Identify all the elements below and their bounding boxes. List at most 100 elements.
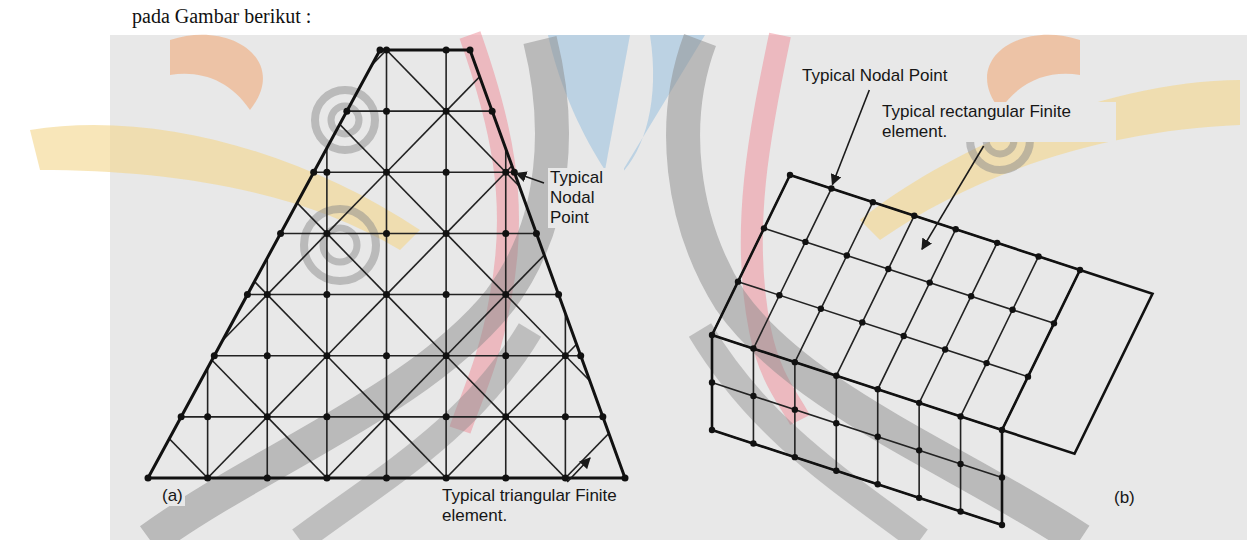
- callout-label: Typical triangular Finite element.: [440, 486, 649, 526]
- nodal-point: [833, 373, 839, 379]
- mesh-line: [1002, 270, 1080, 525]
- nodal-point: [264, 413, 271, 420]
- nodal-point: [323, 169, 330, 176]
- mesh-line: [565, 356, 625, 417]
- nodal-point: [577, 352, 584, 359]
- nodal-point: [383, 108, 390, 115]
- mesh-outline: [148, 50, 625, 478]
- grey-band: [700, 330, 920, 540]
- nodal-point: [343, 108, 350, 115]
- nodal-point: [1025, 373, 1031, 379]
- mesh-line: [148, 172, 208, 233]
- nodal-point: [204, 413, 211, 420]
- nodal-point: [467, 47, 474, 54]
- nodal-point: [870, 199, 876, 205]
- mesh-line: [327, 111, 387, 172]
- mesh-line: [565, 50, 625, 111]
- mesh-line: [565, 417, 625, 478]
- mesh-line: [208, 50, 268, 111]
- nodal-point: [383, 230, 390, 237]
- figure-letter: (b): [1112, 488, 1137, 508]
- leader-line: [567, 458, 590, 482]
- nodal-point: [875, 481, 881, 487]
- mesh-line: [387, 417, 447, 478]
- nodal-point: [383, 413, 390, 420]
- nodal-point: [735, 278, 741, 284]
- nodal-point: [750, 393, 756, 399]
- mesh-line: [267, 356, 327, 417]
- mesh-line: [327, 356, 387, 417]
- mesh-line: [181, 416, 603, 418]
- mesh-line: [506, 417, 566, 478]
- nodal-point: [323, 291, 330, 298]
- mesh-line: [327, 295, 387, 356]
- nodal-point: [211, 352, 218, 359]
- nodal-point: [994, 240, 1000, 246]
- mesh-lines: [148, 50, 625, 478]
- mesh-line: [327, 172, 387, 233]
- grey-band: [150, 40, 552, 540]
- leader-line: [832, 90, 869, 185]
- nodal-point: [983, 360, 989, 366]
- mesh-line: [712, 430, 1002, 525]
- nodal-point: [502, 291, 509, 298]
- mesh-line: [314, 171, 515, 173]
- hornbill-crest: [170, 35, 263, 110]
- nodal-point: [999, 474, 1005, 480]
- nodal-point: [383, 47, 390, 54]
- mesh-line: [446, 356, 506, 417]
- callout-label: Typical Nodal Point: [548, 168, 624, 228]
- nodal-point: [1051, 320, 1057, 326]
- mesh-line: [267, 417, 327, 478]
- nodal-point: [443, 47, 450, 54]
- swirl: [315, 90, 375, 150]
- nodal-point: [953, 226, 959, 232]
- nodal-point: [502, 230, 509, 237]
- mesh-line: [919, 243, 997, 498]
- mesh-line: [147, 50, 149, 478]
- mesh-line: [148, 111, 208, 172]
- nodal-point: [709, 332, 715, 338]
- nodal-point: [792, 454, 798, 460]
- nodal-point: [443, 413, 450, 420]
- caption-text: pada Gambar berikut :: [130, 4, 313, 28]
- nodal-point: [533, 230, 540, 237]
- mesh-line: [790, 175, 1080, 270]
- nodal-point: [911, 213, 917, 219]
- nodal-point: [916, 495, 922, 501]
- mesh-line: [506, 50, 566, 111]
- mesh-line: [267, 295, 327, 356]
- nodal-point: [818, 306, 824, 312]
- nodal-point: [178, 413, 185, 420]
- nodal-point: [957, 461, 963, 467]
- nodal-point: [828, 185, 834, 191]
- nodal-point: [599, 413, 606, 420]
- nodal-point: [377, 47, 384, 54]
- mesh-line: [387, 111, 447, 172]
- mesh-outline: [1002, 270, 1080, 525]
- mesh-line: [446, 50, 506, 111]
- figure-panel: [110, 35, 1247, 540]
- nodal-point: [792, 406, 798, 412]
- mesh-line: [795, 202, 873, 457]
- mesh-line: [764, 228, 1054, 323]
- mesh-line: [387, 233, 447, 294]
- mesh-line: [565, 111, 625, 172]
- nodal-point: [323, 475, 330, 482]
- nodal-point: [383, 291, 390, 298]
- nodal-point: [562, 413, 569, 420]
- nodal-point: [323, 230, 330, 237]
- mesh-line: [208, 356, 268, 417]
- nodal-point: [859, 319, 865, 325]
- mesh-line: [387, 50, 447, 111]
- nodal-point: [443, 230, 450, 237]
- nodal-point: [502, 413, 509, 420]
- nodal-point: [875, 434, 881, 440]
- watermark: [30, 35, 1240, 540]
- mesh-line: [387, 172, 447, 233]
- nodal-point: [383, 475, 390, 482]
- nodal-point: [502, 475, 509, 482]
- mesh-line: [565, 295, 625, 356]
- nodal-point: [709, 427, 715, 433]
